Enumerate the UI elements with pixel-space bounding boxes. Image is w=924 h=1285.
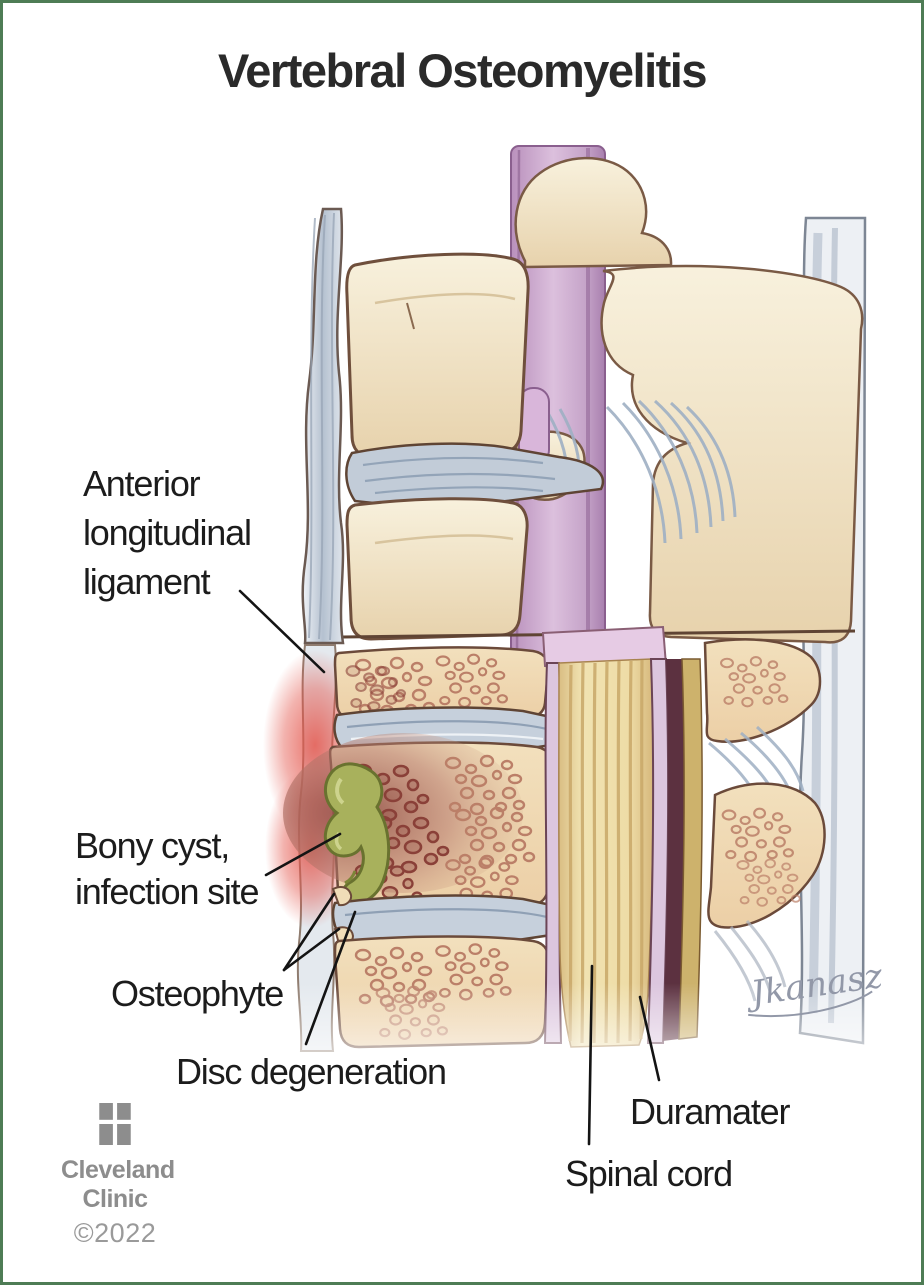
brand-name-line1: Cleveland: [61, 1156, 175, 1184]
label-spinal-cord: Spinal cord: [565, 1153, 733, 1194]
healthy-vertebrae: [342, 252, 856, 641]
vertebra-body-second: [345, 497, 529, 641]
label-line: Anterior: [83, 463, 201, 504]
osteophyte-spur-upper: [331, 886, 353, 907]
label-line: infection site: [75, 871, 260, 912]
label-line: ligament: [83, 561, 211, 602]
label-line: longitudinal: [83, 512, 252, 553]
label-disc-degeneration: Disc degeneration: [176, 1051, 447, 1092]
leader-disc-degeneration: [304, 910, 357, 1046]
label-bony-cyst-infection-site: Bony cyst, infection site: [75, 823, 260, 915]
label-anterior-longitudinal-ligament: Anterior longitudinal ligament: [83, 459, 252, 606]
leader-spinal-cord: [587, 964, 594, 1146]
copyright-text: ©2022: [73, 1218, 157, 1248]
cleveland-clinic-logo-icon: [99, 1103, 131, 1150]
label-osteophyte: Osteophyte: [111, 973, 284, 1014]
epidural-dark-band: [663, 659, 685, 1041]
page-title: Vertebral Osteomyelitis: [218, 44, 707, 97]
label-line: Bony cyst,: [75, 825, 230, 866]
cut-vertebrae-column: [283, 646, 559, 1049]
bottom-fade: [283, 983, 893, 1093]
footer-brand: Cleveland Clinic ©2022: [61, 1103, 175, 1249]
posterior-bones-lower: [703, 638, 826, 1002]
leader-osteophyte-2: [282, 927, 341, 972]
leader-lines: [238, 589, 661, 1146]
label-duramater: Duramater: [630, 1091, 790, 1132]
leader-osteophyte-1: [282, 892, 336, 972]
dura-and-cord: [541, 625, 703, 1048]
leader-anterior-ligament: [238, 589, 326, 674]
leader-duramater: [638, 995, 661, 1082]
leader-bony-cyst: [264, 832, 342, 877]
vertebra-body-top: [345, 252, 530, 459]
spine-illustration: Jkanasz: [238, 145, 893, 1146]
brand-name-line2: Clinic: [82, 1185, 148, 1213]
